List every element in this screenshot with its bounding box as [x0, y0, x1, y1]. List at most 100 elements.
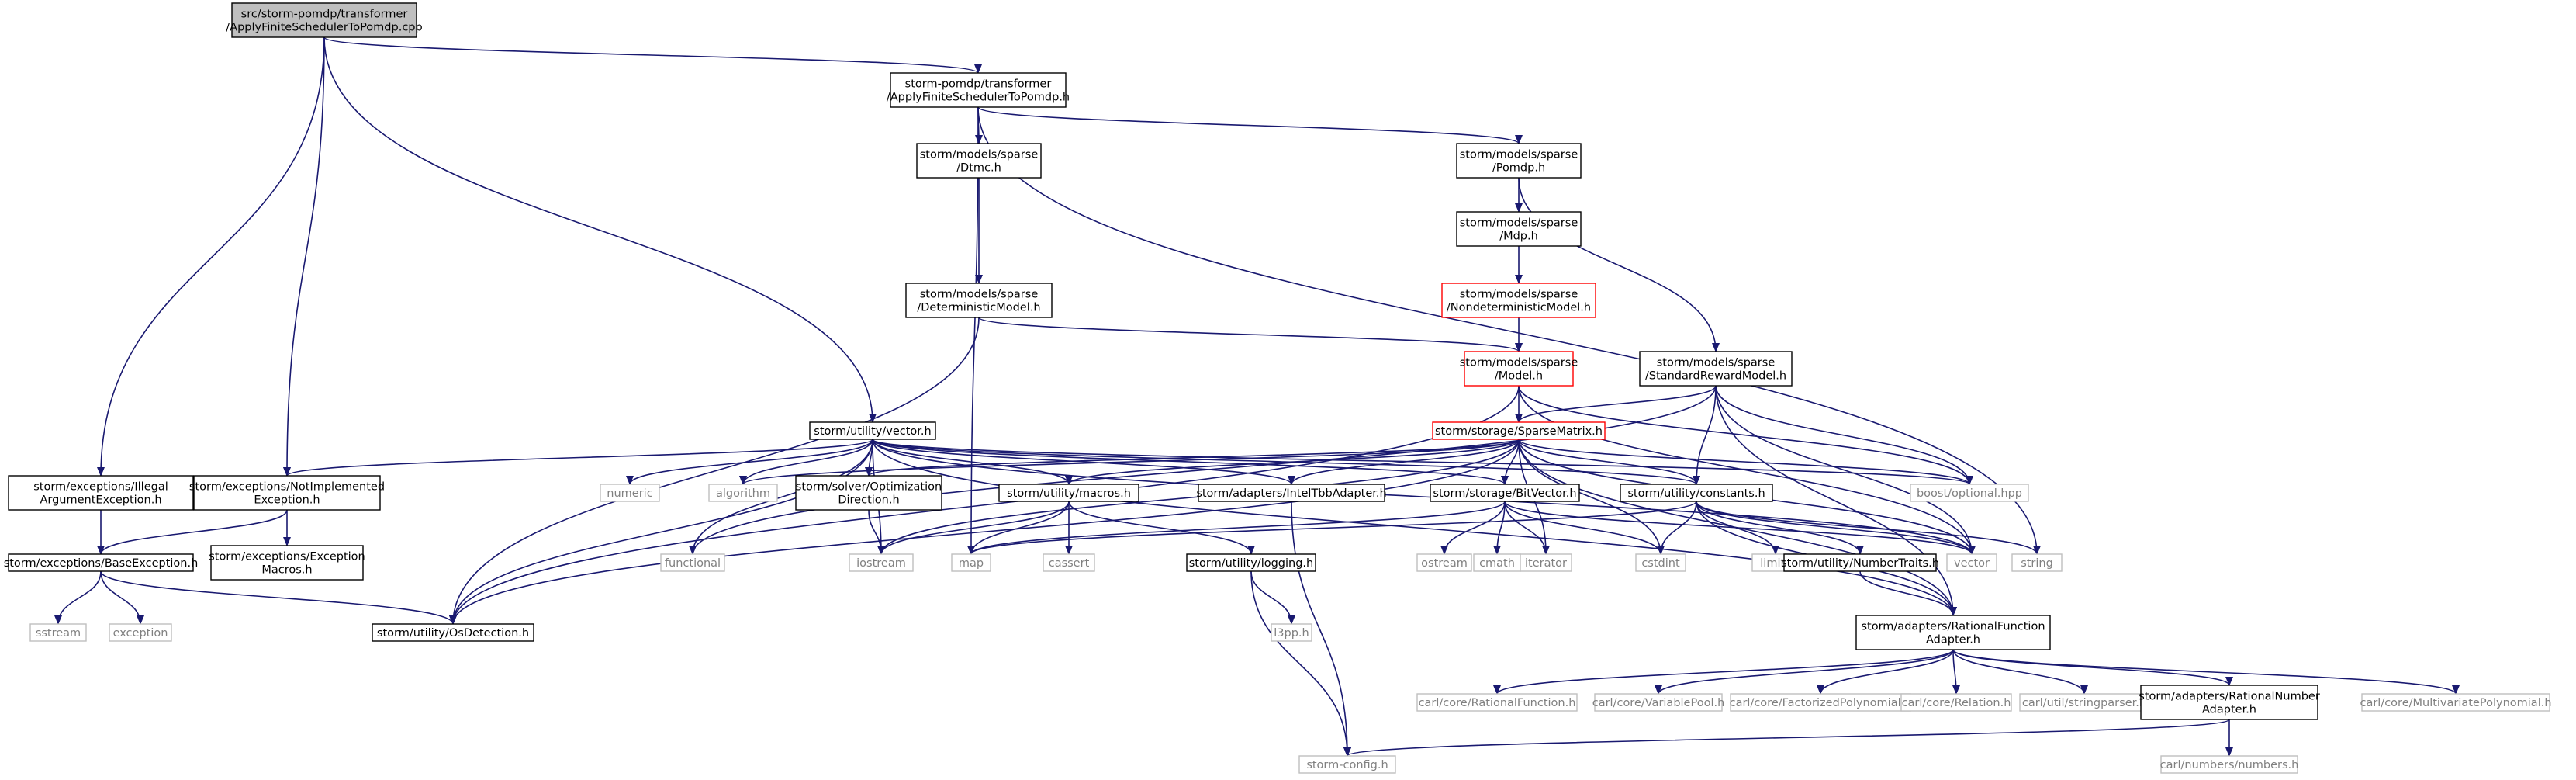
node-afs_h[interactable]: storm-pomdp/transformer/ApplyFiniteSched… [887, 72, 1070, 108]
node-model[interactable]: storm/models/sparse/Model.h [1460, 351, 1578, 387]
node-iterator: iterator [1520, 553, 1572, 572]
node-config: storm-config.h [1298, 755, 1396, 774]
node-exception: exception [109, 623, 172, 642]
node-box-baseexc [8, 553, 194, 572]
edge-vec-to-vector [872, 439, 1976, 555]
edge-sparse-to-optdir [865, 439, 1520, 477]
node-label-det: /DeterministicModel.h [917, 302, 1040, 314]
node-box-carl_rel [1900, 693, 2012, 712]
node-carl_rel: carl/core/Relation.h [1900, 693, 2012, 712]
node-functional: functional [660, 553, 725, 572]
edge-vec-to-numeric [626, 439, 873, 485]
edge-constants-to-map [967, 501, 1697, 555]
node-label-boostopt: boost/optional.hpp [1917, 487, 2022, 500]
node-inteltbb[interactable]: storm/adapters/IntelTbbAdapter.h [1196, 484, 1387, 502]
edge-ratfunc-to-carl_rel [1952, 649, 1960, 695]
edge-srm-to-vector [1715, 385, 1976, 555]
node-vec[interactable]: storm/utility/vector.h [809, 421, 936, 440]
node-sparse[interactable]: storm/storage/SparseMatrix.h [1432, 421, 1606, 440]
node-cmath: cmath [1473, 553, 1521, 572]
node-pomdp[interactable]: storm/models/sparse/Pomdp.h [1456, 143, 1582, 179]
edge-ratfunc-to-carl_vp [1655, 649, 1954, 695]
edge-ratfunc-to-carl_rf [1493, 649, 1954, 695]
node-nondet[interactable]: storm/models/sparse/NondeterministicMode… [1441, 283, 1596, 318]
node-label-config: storm-config.h [1306, 759, 1388, 771]
edge-sparse-to-algorithm [739, 439, 1520, 485]
node-box-iterator [1520, 553, 1572, 572]
node-baseexc[interactable]: storm/exceptions/BaseException.h [4, 553, 199, 572]
node-box-afs_h [890, 72, 1067, 108]
node-srm[interactable]: storm/models/sparse/StandardRewardModel.… [1639, 351, 1793, 387]
edge-srm-to-sparse [1515, 385, 1717, 423]
node-illegal[interactable]: storm/exceptions/IllegalArgumentExceptio… [8, 475, 194, 511]
node-box-sstream [29, 623, 87, 642]
edge-det-to-model [978, 317, 1523, 352]
node-box-vector [1946, 553, 1997, 572]
edge-vec-to-algorithm [739, 439, 873, 485]
edge-ratnum-to-config [1343, 719, 2230, 757]
edge-afs_h-to-string [977, 106, 2041, 555]
node-box-ratnum [2140, 685, 2318, 720]
edge-vec-to-osdet [449, 439, 873, 625]
node-osdet[interactable]: storm/utility/OsDetection.h [372, 623, 534, 642]
edge-constants-to-cstdint [1657, 501, 1697, 555]
node-label-nondet: /NondeterministicModel.h [1447, 302, 1591, 314]
edge-macros-to-map [967, 501, 1070, 555]
node-box-osdet [372, 623, 534, 642]
node-box-functional [660, 553, 725, 572]
node-box-carl_rf [1416, 693, 1578, 712]
node-mdp[interactable]: storm/models/sparse/Mdp.h [1456, 211, 1582, 247]
node-det[interactable]: storm/models/sparse/DeterministicModel.h [905, 283, 1053, 318]
node-numtraits[interactable]: storm/utility/NumberTraits.h [1781, 553, 1939, 572]
edge-baseexc-to-osdet [100, 570, 457, 625]
node-box-cassert [1043, 553, 1095, 572]
node-box-pomdp [1456, 143, 1582, 179]
node-box-l3pp [1271, 623, 1312, 642]
node-label-logging: storm/utility/logging.h [1189, 557, 1313, 570]
edge-vec-to-macros [872, 439, 1073, 485]
node-macros[interactable]: storm/utility/macros.h [998, 484, 1139, 502]
node-sstream: sstream [29, 623, 87, 642]
edge-logging-to-config [1250, 570, 1351, 757]
node-bitvec[interactable]: storm/storage/BitVector.h [1430, 484, 1580, 502]
edge-pomdp-to-srm [1518, 177, 1720, 352]
node-box-carl_num [2160, 755, 2298, 774]
edge-sparse-to-constants [1518, 439, 1700, 485]
node-box-excmacros [210, 545, 364, 581]
edge-vec-to-bitvec [872, 439, 1509, 485]
node-label-carl_vp: carl/core/VariablePool.h [1592, 697, 1725, 709]
node-carl_mp: carl/core/MultivariatePolynomial.h [2360, 693, 2552, 712]
node-label-illegal: storm/exceptions/Illegal [33, 481, 168, 494]
node-box-macros [998, 484, 1139, 502]
node-notimpl[interactable]: storm/exceptions/NotImplementedException… [189, 475, 385, 511]
node-label-afs_h: storm-pomdp/transformer [905, 78, 1052, 91]
node-label-pomdp: /Pomdp.h [1492, 162, 1545, 175]
node-label-vec: storm/utility/vector.h [814, 425, 931, 438]
edge-root-to-illegal [97, 36, 325, 477]
node-dtmc[interactable]: storm/models/sparse/Dtmc.h [916, 143, 1042, 179]
node-boostopt: boost/optional.hpp [1910, 484, 2029, 502]
node-box-model [1464, 351, 1574, 387]
node-root[interactable]: src/storm-pomdp/transformer/ApplyFiniteS… [226, 2, 423, 38]
node-box-vec [809, 421, 936, 440]
node-logging[interactable]: storm/utility/logging.h [1186, 553, 1316, 572]
node-label-iostream: iostream [856, 557, 906, 570]
node-constants[interactable]: storm/utility/constants.h [1620, 484, 1773, 502]
node-box-numtraits [1783, 553, 1937, 572]
node-label-ratfunc: Adapter.h [1926, 634, 1980, 647]
node-string: string [2011, 553, 2063, 572]
node-label-sparse: storm/storage/SparseMatrix.h [1435, 425, 1603, 438]
node-label-model: /Model.h [1495, 370, 1543, 383]
node-label-l3pp: l3pp.h [1274, 627, 1309, 640]
edge-numtraits-to-ratfunc [1859, 570, 1957, 616]
edge-baseexc-to-sstream [54, 570, 102, 625]
edge-root-to-afs_h [323, 36, 982, 74]
edge-inteltbb-to-config [1291, 501, 1351, 757]
node-ostream: ostream [1416, 553, 1472, 572]
edge-bitvec-to-ostream [1440, 501, 1506, 555]
node-label-carl_sp: carl/util/stringparser.h [2022, 697, 2146, 709]
